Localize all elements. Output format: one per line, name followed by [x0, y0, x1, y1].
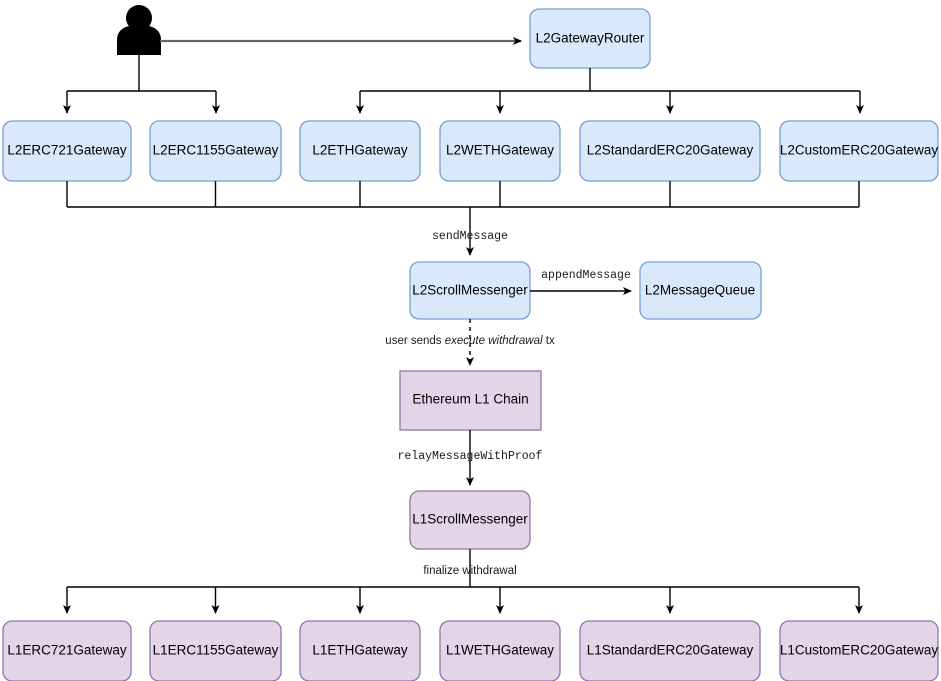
node-l1erc1155gateway[interactable]: L1ERC1155Gateway: [149, 620, 282, 681]
node-l1erc1155gateway-label: L1ERC1155Gateway: [153, 643, 279, 658]
node-l2erc1155gateway[interactable]: L2ERC1155Gateway: [149, 120, 282, 182]
node-l2scrollmessenger[interactable]: L2ScrollMessenger: [409, 261, 531, 320]
node-box: [579, 620, 761, 681]
node-l1erc721gateway-label: L1ERC721Gateway: [7, 643, 127, 658]
node-l1erc721gateway[interactable]: L1ERC721Gateway: [2, 620, 132, 681]
user-actor[interactable]: [117, 5, 161, 55]
node-box: [779, 620, 939, 681]
node-l2wethgateway[interactable]: L2WETHGateway: [439, 120, 561, 182]
node-box: [639, 261, 762, 320]
edge-label-suffix: tx: [543, 335, 555, 347]
node-l2-gateway-router[interactable]: L2GatewayRouter: [529, 8, 651, 69]
node-l2customerc20gateway[interactable]: L2CustomERC20Gateway: [779, 120, 939, 182]
edge-label-relay-message-with-proof: relayMessageWithProof: [398, 450, 543, 463]
node-l1standarderc20gateway-label: L1StandardERC20Gateway: [587, 643, 754, 658]
node-l2erc721gateway[interactable]: L2ERC721Gateway: [2, 120, 132, 182]
node-l1ethgateway[interactable]: L1ETHGateway: [299, 620, 421, 681]
node-l1standarderc20gateway[interactable]: L1StandardERC20Gateway: [579, 620, 761, 681]
node-ethereum-l1-chain-label: Ethereum L1 Chain: [412, 392, 528, 407]
node-l2-gateway-router-label: L2GatewayRouter: [536, 31, 645, 46]
node-box: [149, 620, 282, 681]
node-l2scrollmessenger-label: L2ScrollMessenger: [412, 283, 528, 298]
node-l1wethgateway[interactable]: L1WETHGateway: [439, 620, 561, 681]
node-box: [2, 620, 132, 681]
edge-label-prefix: user sends: [385, 335, 444, 347]
person-icon-body: [117, 25, 161, 55]
node-ethereum-l1-chain[interactable]: Ethereum L1 Chain: [399, 370, 542, 431]
node-l2erc721gateway-label: L2ERC721Gateway: [7, 143, 127, 158]
person-icon-head: [126, 5, 152, 31]
node-l1customerc20gateway-label: L1CustomERC20Gateway: [780, 643, 939, 658]
node-l2erc1155gateway-label: L2ERC1155Gateway: [153, 143, 279, 158]
node-l1ethgateway-label: L1ETHGateway: [312, 643, 408, 658]
node-l1scrollmessenger-label: L1ScrollMessenger: [412, 512, 528, 527]
edge-label-append-message: appendMessage: [541, 269, 631, 282]
node-l2ethgateway-label: L2ETHGateway: [312, 143, 408, 158]
node-l1customerc20gateway[interactable]: L1CustomERC20Gateway: [779, 620, 939, 681]
node-l2customerc20gateway-label: L2CustomERC20Gateway: [780, 143, 939, 158]
node-l2wethgateway-label: L2WETHGateway: [446, 143, 554, 158]
node-l2standarderc20gateway[interactable]: L2StandardERC20Gateway: [579, 120, 761, 182]
edge-label-execute-withdrawal: user sends execute withdrawal tx: [385, 335, 555, 347]
node-l1wethgateway-label: L1WETHGateway: [446, 643, 554, 658]
edge-label-italic: execute withdrawal: [445, 335, 543, 347]
edge-label-finalize-withdrawal: finalize withdrawal: [423, 565, 516, 577]
node-l1scrollmessenger[interactable]: L1ScrollMessenger: [409, 490, 531, 550]
edge-label-send-message: sendMessage: [432, 230, 508, 243]
node-box: [399, 370, 542, 431]
node-box: [299, 620, 421, 681]
node-l2messagequeue[interactable]: L2MessageQueue: [639, 261, 762, 320]
node-l2messagequeue-label: L2MessageQueue: [645, 283, 755, 298]
node-l2standarderc20gateway-label: L2StandardERC20Gateway: [587, 143, 754, 158]
node-box: [439, 620, 561, 681]
node-l2ethgateway[interactable]: L2ETHGateway: [299, 120, 421, 182]
